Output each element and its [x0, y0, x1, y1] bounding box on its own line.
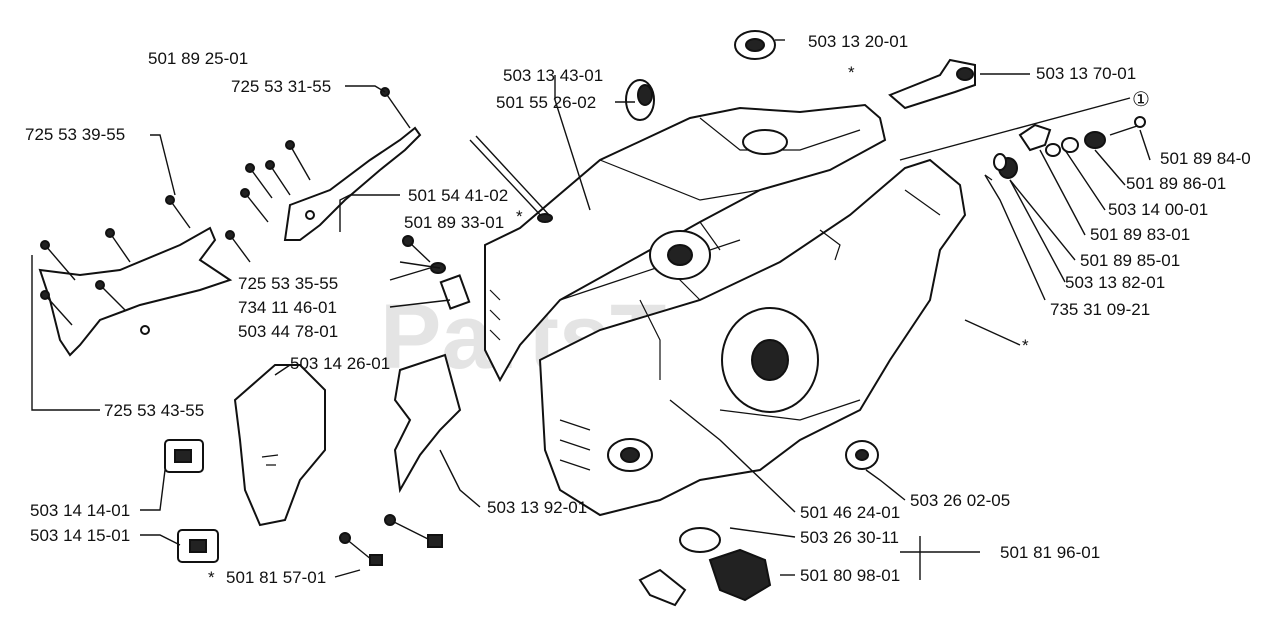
label-501-46-24-01: 501 46 24-01 — [800, 503, 900, 522]
label-501-55-26-02: 501 55 26-02 — [496, 93, 596, 112]
rubber-buffer-upper — [164, 439, 204, 473]
label-503-14-26-01: 503 14 26-01 — [290, 354, 390, 373]
label-503-14-00-01: 503 14 00-01 — [1108, 200, 1208, 219]
callout-circle-1: ① — [1132, 89, 1150, 111]
label-501-89-25-01: 501 89 25-01 — [148, 49, 248, 68]
top-grommet — [734, 30, 776, 60]
asterisk-mark: * — [848, 63, 855, 82]
label-725-53-39-55: 725 53 39-55 — [25, 125, 125, 144]
top-right-fitting — [888, 58, 976, 110]
rubber-buffer-lower — [177, 529, 219, 563]
right-small-parts — [984, 116, 1146, 181]
leader-lines — [31, 39, 1151, 580]
label-503-26-30-11: 503 26 30-11 — [800, 528, 899, 547]
left-cover-plate-upper — [283, 126, 422, 241]
label-503-13-70-01: 503 13 70-01 — [1036, 64, 1136, 83]
seal-ring — [845, 440, 879, 470]
tank-cap-assembly — [638, 527, 772, 607]
bushing-cylinder — [625, 79, 655, 121]
left-cover-plate-lower — [38, 226, 233, 357]
label-501-81-96-01: 501 81 96-01 — [1000, 543, 1100, 562]
label-725-53-35-55: 725 53 35-55 — [238, 274, 338, 293]
spike-bumper — [393, 353, 462, 494]
label-501-89-33-01: 501 89 33-01 — [404, 213, 504, 232]
label-503-13-43-01: 503 13 43-01 — [503, 66, 603, 85]
label-501-89-84-0: 501 89 84-0 — [1160, 149, 1251, 168]
label-503-26-02-05: 503 26 02-05 — [910, 491, 1010, 510]
label-725-53-43-55: 725 53 43-55 — [104, 401, 204, 420]
part-labels: 501 89 25-01 725 53 31-55 725 53 39-55 5… — [25, 32, 1251, 587]
label-503-14-14-01: 503 14 14-01 — [30, 501, 130, 520]
label-501-54-41-02: 501 54 41-02 — [408, 186, 508, 205]
label-725-53-31-55: 725 53 31-55 — [231, 77, 331, 96]
label-501-89-86-01: 501 89 86-01 — [1126, 174, 1226, 193]
label-501-81-57-01: 501 81 57-01 — [226, 568, 326, 587]
label-503-13-20-01: 503 13 20-01 — [808, 32, 908, 51]
label-734-11-46-01: 734 11 46-01 — [238, 298, 337, 317]
long-bolt — [469, 135, 553, 223]
asterisk-marks: * * * * — [208, 63, 1029, 587]
shield-plate — [233, 364, 326, 527]
label-503-14-15-01: 503 14 15-01 — [30, 526, 130, 545]
crankcase-body — [484, 103, 967, 517]
label-503-13-92-01: 503 13 92-01 — [487, 498, 587, 517]
label-501-80-98-01: 501 80 98-01 — [800, 566, 900, 585]
label-503-13-82-01: 503 13 82-01 — [1065, 273, 1165, 292]
bottom-screws — [339, 514, 443, 566]
cover-screws — [40, 87, 411, 335]
label-503-44-78-01: 503 44 78-01 — [238, 322, 338, 341]
label-501-89-85-01: 501 89 85-01 — [1080, 251, 1180, 270]
asterisk-mark: * — [516, 207, 523, 226]
asterisk-mark: * — [208, 568, 215, 587]
asterisk-mark: * — [1022, 336, 1029, 355]
label-735-31-09-21: 735 31 09-21 — [1050, 300, 1150, 319]
label-501-89-83-01: 501 89 83-01 — [1090, 225, 1190, 244]
